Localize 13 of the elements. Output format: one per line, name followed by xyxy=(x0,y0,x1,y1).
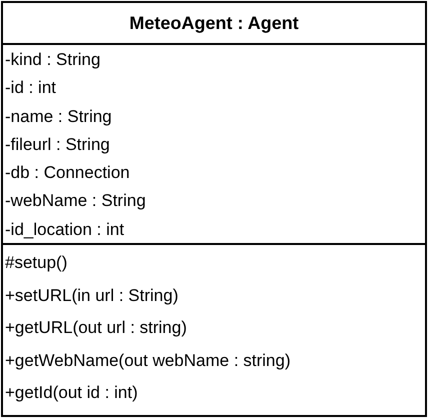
class-name: MeteoAgent : Agent xyxy=(129,12,299,35)
operation-text: +getId(out id : int) xyxy=(5,383,138,402)
attribute-text: -name : String xyxy=(5,106,112,126)
operation-text: +getWebName(out webName : string) xyxy=(5,350,291,370)
attribute-text: -db : Connection xyxy=(5,163,130,182)
operation-text: #setup() xyxy=(5,253,68,272)
attribute-text: -fileurl : String xyxy=(5,134,110,154)
attribute-text: -id_location : int xyxy=(5,220,124,239)
attribute-text: -kind : String xyxy=(5,50,100,69)
attribute-text: -id : int xyxy=(5,78,56,98)
operation-text: +getURL(out url : string) xyxy=(5,318,187,337)
attribute-text: -webName : String xyxy=(5,191,146,210)
operation-text: +setURL(in url : String) xyxy=(5,286,178,304)
